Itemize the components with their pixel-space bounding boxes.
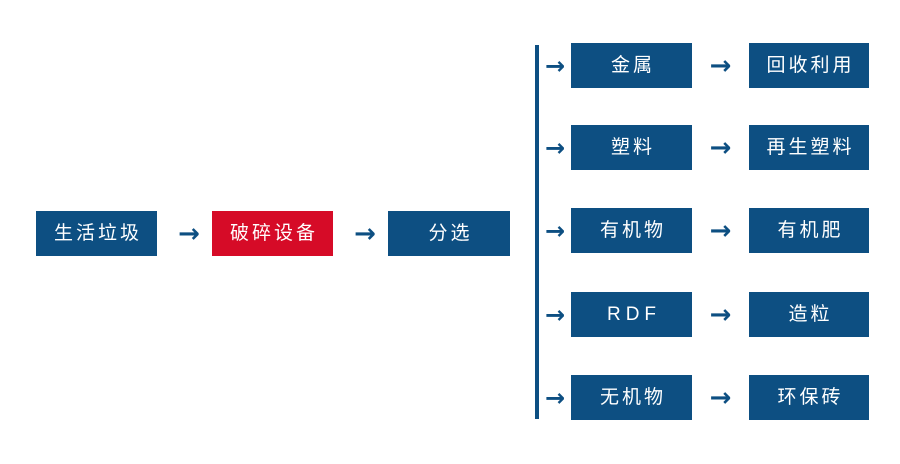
arrow-plastic-to-regenerated: → — [696, 125, 745, 170]
node-label: 再生塑料 — [766, 137, 855, 158]
node-label: 金属 — [610, 55, 655, 76]
arrow-waste-to-crusher: → — [166, 211, 212, 256]
arrow-right-icon: → — [544, 133, 566, 162]
node-fraction-organic[interactable]: 有机物 — [571, 208, 692, 253]
node-fraction-metal[interactable]: 金属 — [571, 43, 692, 88]
arrow-right-icon: → — [544, 300, 566, 329]
node-household-waste[interactable]: 生活垃圾 — [36, 211, 157, 256]
arrow-inorganic-to-ecobrick: → — [696, 375, 745, 420]
branch-trunk-line — [535, 45, 539, 419]
node-product-organic-fertilizer[interactable]: 有机肥 — [749, 208, 869, 253]
node-label: 有机物 — [599, 220, 666, 241]
branch-arrow-1: → — [539, 43, 571, 88]
node-fraction-rdf[interactable]: RDF — [571, 292, 692, 337]
node-product-regenerated-plastic[interactable]: 再生塑料 — [749, 125, 869, 170]
arrow-rdf-to-pelletizing: → — [696, 292, 745, 337]
branch-arrow-5: → — [539, 375, 571, 420]
node-product-pelletizing[interactable]: 造粒 — [749, 292, 869, 337]
arrow-right-icon: → — [544, 216, 566, 245]
node-label: 无机物 — [599, 387, 666, 408]
branch-arrow-3: → — [539, 208, 571, 253]
arrow-right-icon: → — [709, 132, 732, 163]
arrow-right-icon: → — [709, 299, 732, 330]
node-product-recycle[interactable]: 回收利用 — [749, 43, 869, 88]
arrow-metal-to-recycle: → — [696, 43, 745, 88]
arrow-right-icon: → — [544, 51, 566, 80]
node-product-eco-brick[interactable]: 环保砖 — [749, 375, 869, 420]
node-label: 破碎设备 — [229, 223, 318, 244]
node-label: 造粒 — [788, 304, 833, 325]
arrow-crusher-to-sorting: → — [342, 211, 388, 256]
arrow-right-icon: → — [178, 218, 200, 249]
node-label: 环保砖 — [777, 387, 844, 408]
node-sorting[interactable]: 分选 — [388, 211, 510, 256]
branch-arrow-4: → — [539, 292, 571, 337]
node-label: 生活垃圾 — [53, 223, 142, 244]
branch-arrow-2: → — [539, 125, 571, 170]
arrow-right-icon: → — [709, 215, 732, 246]
node-crushing-equipment[interactable]: 破碎设备 — [212, 211, 333, 256]
node-fraction-plastic[interactable]: 塑料 — [571, 125, 692, 170]
node-label: 回收利用 — [766, 55, 855, 76]
node-label: 分选 — [428, 223, 473, 244]
arrow-right-icon: → — [709, 50, 732, 81]
node-label: RDF — [606, 304, 662, 325]
arrow-right-icon: → — [709, 382, 732, 413]
node-label: 塑料 — [610, 137, 655, 158]
arrow-right-icon: → — [544, 383, 566, 412]
node-label: 有机肥 — [777, 220, 844, 241]
arrow-right-icon: → — [354, 218, 376, 249]
arrow-organic-to-fertilizer: → — [696, 208, 745, 253]
node-fraction-inorganic[interactable]: 无机物 — [571, 375, 692, 420]
